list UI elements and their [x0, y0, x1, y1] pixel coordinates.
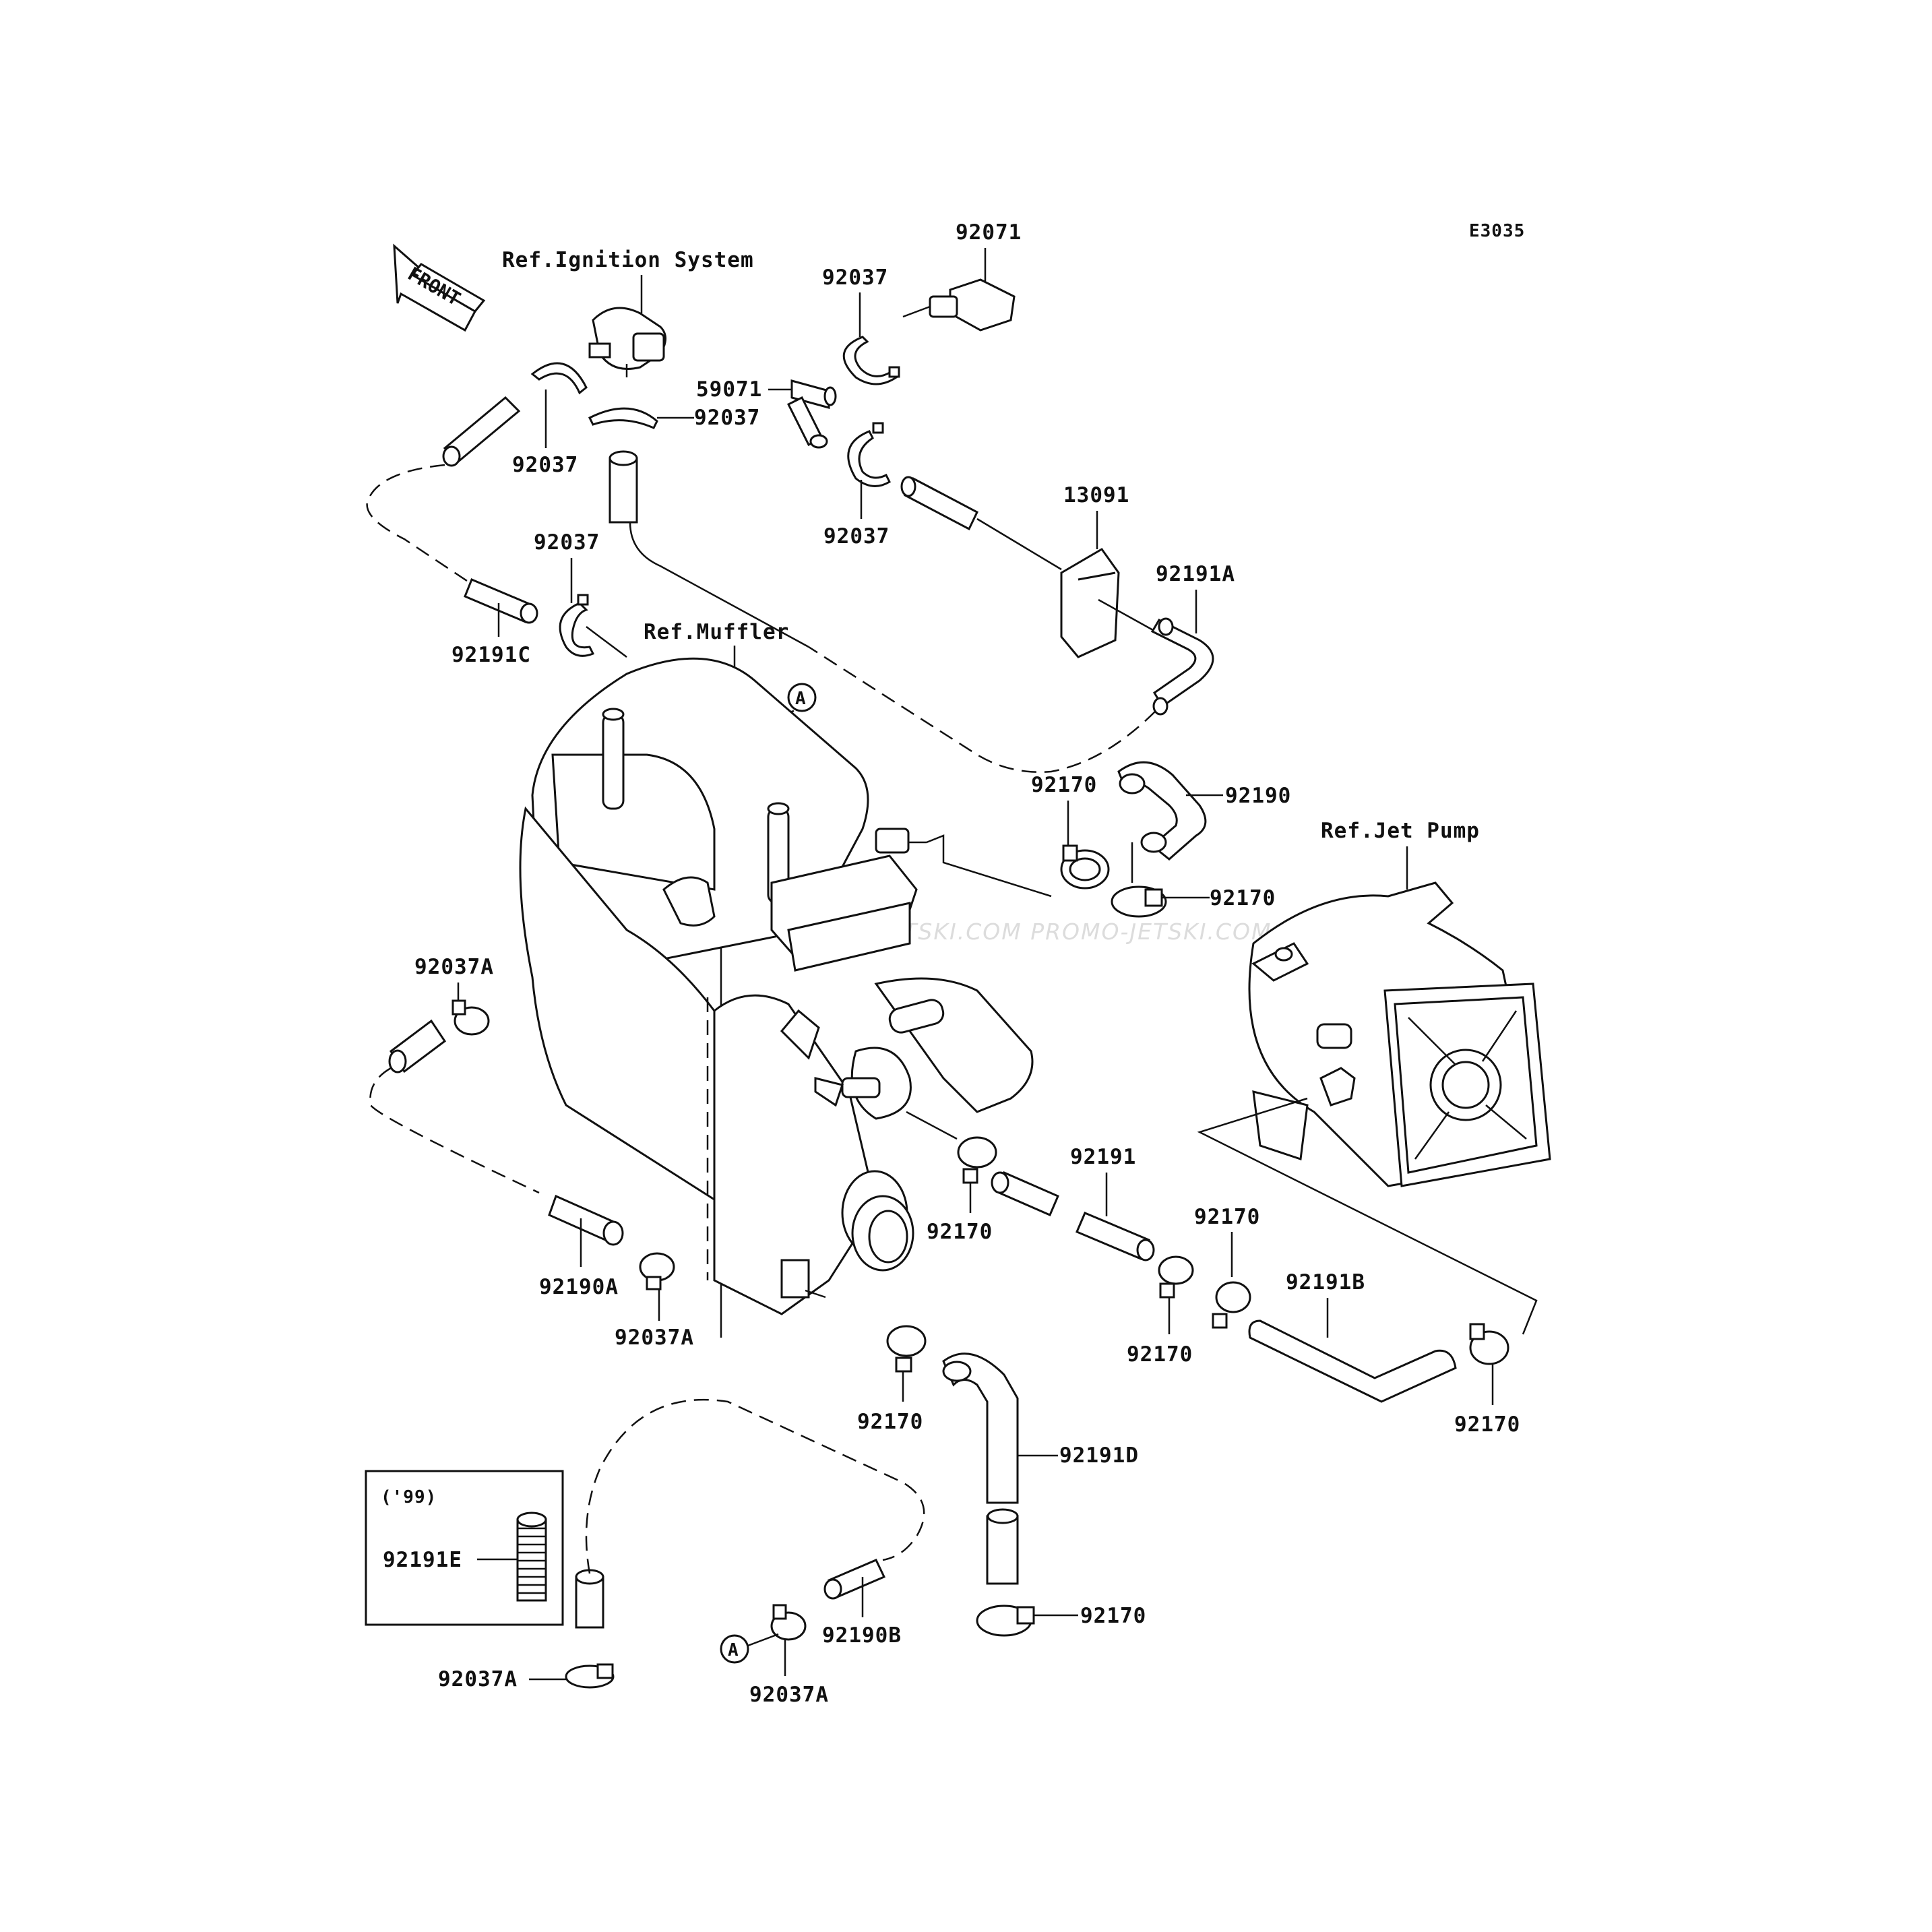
ref-muffler-label: Ref.Muffler — [644, 620, 789, 644]
callout-a-bottom-letter: A — [728, 1640, 739, 1660]
hose-clamp-icon — [770, 1604, 807, 1641]
label-92170-top: 92170 — [1031, 773, 1097, 797]
label-92037-right: 92037 — [823, 524, 890, 549]
label-92191D: 92191D — [1059, 1443, 1139, 1468]
hose-segment-92191C — [464, 578, 538, 624]
label-92190A: 92190A — [539, 1275, 619, 1299]
hose-clamp-icon — [1469, 1323, 1509, 1365]
jet-pump-body — [1248, 881, 1551, 1187]
label-92191: 92191 — [1070, 1145, 1136, 1169]
ignition-coil-fitting — [588, 307, 666, 377]
hose-92191B — [1248, 1319, 1457, 1403]
hose-clamp-icon — [976, 1604, 1035, 1637]
label-92037-ign-clamp: 92037 — [694, 406, 760, 430]
callout-a-top: A — [787, 683, 817, 712]
label-92170-r1: 92170 — [1127, 1342, 1193, 1367]
hose-92190B — [823, 1559, 886, 1600]
inset-part-label: 92191E — [383, 1548, 462, 1572]
callout-a-bottom: A — [720, 1634, 749, 1664]
label-92037-mid: 92037 — [534, 530, 600, 555]
label-92071: 92071 — [956, 220, 1022, 245]
hose-clamp-icon — [559, 594, 595, 657]
hose-92191 — [991, 1171, 1155, 1261]
label-92037A-bc: 92037A — [749, 1683, 829, 1707]
hose-segment — [900, 476, 978, 531]
hose-clamp-icon — [639, 1252, 675, 1290]
label-92191B: 92191B — [1286, 1270, 1365, 1295]
muffler-body — [519, 657, 1034, 1315]
corrugated-hose-92191E — [516, 1512, 547, 1602]
label-92037-left: 92037 — [512, 453, 578, 477]
label-59071: 59071 — [696, 377, 762, 402]
hose-segment — [388, 1019, 447, 1073]
label-92170-mid: 92170 — [927, 1220, 993, 1244]
filter-13091 — [1060, 548, 1120, 658]
hose-clamp-icon — [957, 1136, 997, 1184]
label-92170-top2: 92170 — [1210, 886, 1276, 910]
hose-92191A — [1150, 617, 1214, 716]
hose-clamp-icon — [842, 336, 900, 385]
label-92170-lower: 92170 — [857, 1410, 923, 1434]
hose-92190A — [548, 1194, 624, 1246]
hose-clamp-icon — [451, 999, 490, 1036]
hose-92190 — [1117, 761, 1207, 861]
inset-year: ('99) — [381, 1487, 437, 1507]
ref-ignition-system-label: Ref.Ignition System — [502, 248, 754, 272]
callout-a-top-letter: A — [795, 689, 807, 709]
hose-segment — [442, 396, 638, 524]
label-92037A-left: 92037A — [414, 955, 494, 979]
front-arrow-icon: FRONT — [393, 243, 486, 332]
hose-clamp-icon — [565, 1663, 615, 1689]
hose-clamp-icon — [847, 422, 891, 487]
hose-clamp-icon — [886, 1325, 927, 1373]
hose-nipple-59071 — [786, 379, 837, 449]
label-92170-bottom: 92170 — [1080, 1604, 1146, 1628]
ref-jet-pump-label: Ref.Jet Pump — [1321, 819, 1480, 843]
hose-clamp-icon — [1212, 1281, 1251, 1329]
fitting-92071 — [902, 278, 1016, 332]
inset-box-99: ('99) 92191E — [365, 1470, 564, 1626]
label-92037A-bl: 92037A — [438, 1667, 518, 1691]
hose-92191D — [942, 1352, 1019, 1585]
hose-clamp-icon — [530, 362, 658, 429]
hose-clamp-icon — [1111, 885, 1167, 918]
label-92170-far: 92170 — [1454, 1412, 1520, 1437]
label-92191C: 92191C — [451, 643, 531, 667]
hose-segment — [575, 1569, 604, 1629]
hose-clamp-icon — [1060, 844, 1110, 890]
label-92037-top: 92037 — [822, 266, 888, 290]
hose-clamp-icon — [1158, 1255, 1194, 1299]
label-92190B: 92190B — [822, 1623, 902, 1648]
label-92037A-mid: 92037A — [615, 1326, 694, 1350]
label-92170-r2: 92170 — [1194, 1205, 1260, 1229]
diagram-code: E3035 — [1469, 221, 1525, 241]
label-13091: 13091 — [1063, 483, 1129, 507]
label-92190: 92190 — [1225, 784, 1291, 808]
label-92191A: 92191A — [1156, 562, 1235, 586]
